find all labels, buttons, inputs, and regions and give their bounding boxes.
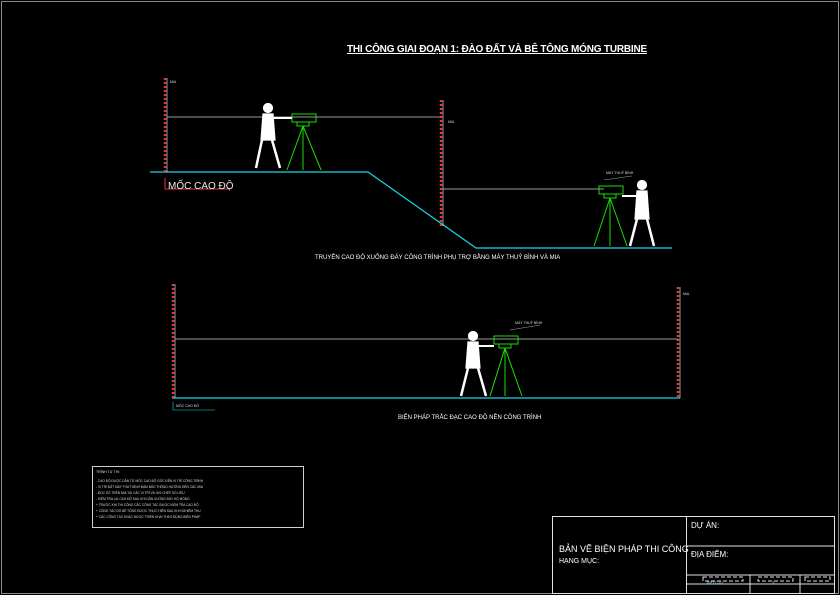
caption-top: TRUYỀN CAO ĐỘ XUỐNG ĐÁY CÔNG TRÌNH PHỤ T… [315,255,561,261]
notes-line: + CÁC CÔNG TÁC KHÁC ĐƯỢC TRIỂN KHAI THEO… [96,515,201,519]
sheet-number: 3 [772,580,775,585]
title-block-grid [686,545,834,593]
surveyor-figure-1 [254,102,292,169]
ground-profile-top [150,171,672,249]
notes-line: + CÔNG TÁC ĐỔ BÊ TÔNG ĐƯỢC THỰC HIỆN SAU… [96,509,201,513]
caption-bottom: BIỆN PHÁP TRẮC ĐẠC CAO ĐỘ NỀN CÔNG TRÌNH [398,415,542,421]
instrument-label-bottom: MÁY THUỶ BÌNH [515,321,543,325]
notes-line: - KIỂM TRA LẠI CAO ĐỘ SAU KHI DẪN XUỐNG … [96,497,190,501]
construction-notes-box: TRÌNH TỰ THI: - CAO ĐỘ ĐƯỢC DẪN TỪ MỐC C… [92,466,304,528]
benchmark-marker-bottom [172,402,215,411]
notes-line: - ĐỌC SỐ TRÊN MIA TẠI CÁC VỊ TRÍ VÀ GHI … [96,491,185,495]
title-block-divider [686,517,687,593]
level-instrument-2 [593,185,628,247]
leveling-staff-middle [439,100,444,226]
notes-line: - VỊ TRÍ ĐẶT MÁY THUỶ BÌNH ĐẢM BẢO THÔNG… [96,485,203,489]
benchmark-label: MỐC CAO ĐỘ [168,181,234,192]
instrument-label-top: MÁY THUỶ BÌNH [606,171,634,175]
level-instrument-3 [489,335,523,397]
surveyor-figure-3 [459,330,494,397]
notes-line: - CAO ĐỘ ĐƯỢC DẪN TỪ MỐC CAO ĐỘ GỐC ĐẾN … [96,479,203,483]
leveling-staff-left [163,78,168,172]
leveling-staff-bottom-left [171,284,176,398]
staff-label-middle: MIA [448,120,455,124]
staff-label-bottom-right: MIA [683,292,690,296]
benchmark-small-label: MỐC CAO ĐỘ [176,404,199,408]
drawing-title: THI CÔNG GIAI ĐOẠN 1: ĐÀO ĐẤT VÀ BÊ TÔNG… [347,44,647,55]
instrument-label-leader-bottom [509,324,541,331]
project-label: DỰ ÁN: [691,521,720,530]
location-label: ĐỊA ĐIỂM: [691,550,729,559]
level-instrument-1 [286,113,322,171]
instrument-label-leader [603,175,633,181]
notes-heading: TRÌNH TỰ THI: [96,470,121,474]
staff-label-left: MIA [170,80,177,84]
benchmark-marker [164,178,230,190]
leveling-staff-bottom-right [676,287,681,398]
title-block: BẢN VẼ BIỆN PHÁP THI CÔNG HẠNG MỤC: DỰ Á… [552,516,835,594]
notes-line: + TRƯỚC KHI THI CÔNG CÁC CÔNG TÁC ĐƯỢC K… [96,503,199,507]
drawing-type-title: BẢN VẼ BIỆN PHÁP THI CÔNG [559,544,689,554]
surveyor-figure-2 [622,179,656,247]
item-label: HẠNG MỤC: [559,558,600,565]
drawing-code: BPTC-01 [707,580,724,585]
